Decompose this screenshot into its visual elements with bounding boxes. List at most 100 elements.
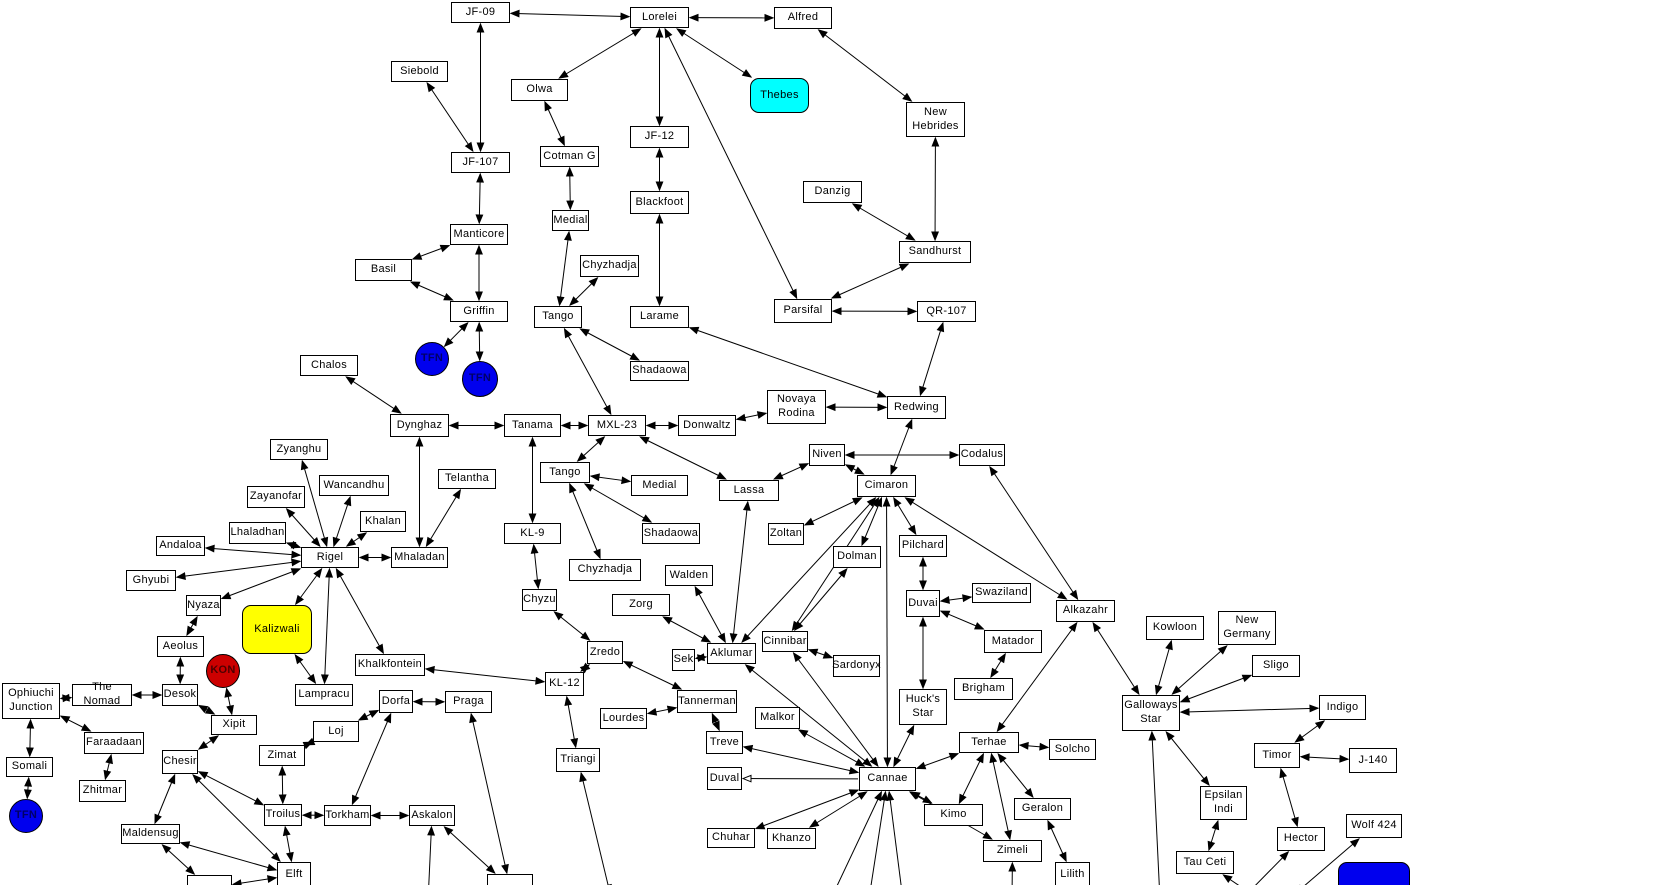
node-lilith[interactable]: Lilith	[1055, 862, 1090, 885]
node-novayarodina[interactable]: Novaya Rodina	[767, 390, 826, 424]
node-huckstar[interactable]: Huck's Star	[899, 689, 947, 725]
node-wancandhu[interactable]: Wancandhu	[319, 475, 389, 496]
node-xipit[interactable]: Xipit	[211, 715, 257, 735]
node-basil[interactable]: Basil	[355, 259, 412, 281]
node-zhitmar[interactable]: Zhitmar	[79, 780, 126, 802]
node-kowloon[interactable]: Kowloon	[1146, 616, 1204, 640]
node-duval[interactable]: Duval	[707, 767, 742, 790]
node-j140[interactable]: J-140	[1349, 748, 1397, 773]
node-walden[interactable]: Walden	[665, 565, 713, 586]
node-qr107[interactable]: QR-107	[917, 301, 976, 322]
node-nyaza[interactable]: Nyaza	[186, 595, 221, 616]
node-kl9[interactable]: KL-9	[504, 523, 561, 544]
node-larame[interactable]: Larame	[630, 306, 689, 328]
node-ophiuchi[interactable]: Ophiuchi Junction	[2, 683, 60, 719]
node-chyzu[interactable]: Chyzu	[522, 589, 557, 611]
node-partial2[interactable]	[487, 874, 533, 885]
node-khanzo[interactable]: Khanzo	[767, 828, 816, 849]
node-chalos[interactable]: Chalos	[300, 355, 358, 376]
node-chyzhadja1[interactable]: Chyzhadja	[580, 255, 639, 277]
node-zimeli[interactable]: Zimeli	[983, 840, 1042, 862]
node-cinnibar[interactable]: Cinnibar	[762, 631, 808, 652]
node-tauceti[interactable]: Tau Ceti	[1176, 851, 1234, 874]
node-wolf424[interactable]: Wolf 424	[1346, 814, 1402, 838]
node-lhaladhan[interactable]: Lhaladhan	[229, 522, 286, 544]
node-zoltan[interactable]: Zoltan	[768, 523, 804, 545]
node-khalkfontein[interactable]: Khalkfontein	[355, 654, 425, 676]
node-loj[interactable]: Loj	[313, 721, 359, 742]
node-alfred[interactable]: Alfred	[774, 7, 832, 29]
node-hector[interactable]: Hector	[1277, 827, 1325, 851]
node-shadaowa1[interactable]: Shadaowa	[630, 361, 689, 381]
node-danzig[interactable]: Danzig	[803, 181, 862, 203]
node-treve[interactable]: Treve	[706, 731, 743, 754]
node-donwaltz[interactable]: Donwaltz	[678, 415, 736, 436]
node-geralon[interactable]: Geralon	[1014, 798, 1071, 820]
node-desok[interactable]: Desok	[162, 684, 198, 706]
node-somali[interactable]: Somali	[6, 757, 53, 777]
node-cimaron[interactable]: Cimaron	[857, 475, 916, 497]
node-aeolus[interactable]: Aeolus	[157, 636, 204, 657]
node-alkazahr[interactable]: Alkazahr	[1056, 600, 1115, 622]
node-griffin[interactable]: Griffin	[450, 301, 508, 322]
node-maldensug[interactable]: Maldensug	[121, 824, 180, 844]
node-swaziland[interactable]: Swaziland	[972, 583, 1031, 603]
node-kalizwali[interactable]: Kalizwali	[242, 605, 312, 654]
node-tfn3[interactable]: TFN	[9, 799, 43, 833]
node-lorelei[interactable]: Lorelei	[630, 7, 689, 28]
node-shadaowa2[interactable]: Shadaowa	[642, 523, 700, 544]
node-partial1[interactable]	[187, 875, 232, 885]
node-sandhurst[interactable]: Sandhurst	[899, 241, 971, 263]
node-dynghaz[interactable]: Dynghaz	[390, 414, 449, 437]
node-elft[interactable]: Elft	[277, 862, 311, 885]
node-jf09[interactable]: JF-09	[451, 2, 510, 23]
node-ghyubi[interactable]: Ghyubi	[126, 570, 176, 591]
node-jf12[interactable]: JF-12	[630, 126, 689, 148]
node-sligo[interactable]: Sligo	[1252, 655, 1300, 677]
node-cotmang[interactable]: Cotman G	[540, 146, 599, 167]
node-lourdes[interactable]: Lourdes	[600, 708, 647, 729]
node-thebes[interactable]: Thebes	[750, 78, 809, 113]
node-tango2[interactable]: Tango	[540, 462, 590, 483]
node-kl12[interactable]: KL-12	[545, 672, 584, 696]
node-triangi[interactable]: Triangi	[556, 748, 600, 772]
node-telantha[interactable]: Telantha	[438, 469, 496, 489]
node-askalon[interactable]: Askalon	[409, 805, 455, 826]
node-solcho[interactable]: Solcho	[1049, 739, 1096, 760]
node-dolman[interactable]: Dolman	[833, 546, 881, 568]
node-rigel[interactable]: Rigel	[301, 547, 359, 568]
node-galloways[interactable]: Galloways Star	[1122, 695, 1180, 731]
node-zayanofar[interactable]: Zayanofar	[247, 486, 305, 508]
node-dorfa[interactable]: Dorfa	[379, 690, 413, 713]
node-cannae[interactable]: Cannae	[859, 767, 916, 791]
node-thenomad[interactable]: The Nomad	[72, 681, 132, 707]
node-newhebrides[interactable]: New Hebrides	[906, 102, 965, 137]
node-kimo[interactable]: Kimo	[924, 804, 983, 826]
node-chyzhadja2[interactable]: Chyzhadja	[569, 559, 641, 581]
node-indigo[interactable]: Indigo	[1319, 695, 1366, 720]
node-brigham[interactable]: Brigham	[954, 678, 1013, 700]
node-zimat[interactable]: Zimat	[259, 745, 305, 766]
node-troilus[interactable]: Troilus	[264, 804, 302, 826]
node-lassa[interactable]: Lassa	[719, 480, 779, 501]
node-faraadaan[interactable]: Faraadaan	[84, 732, 144, 754]
node-mxl23[interactable]: MXL-23	[588, 415, 646, 436]
node-manticore[interactable]: Manticore	[450, 224, 508, 245]
node-solbox[interactable]	[1338, 862, 1410, 885]
node-zyanghu[interactable]: Zyanghu	[270, 439, 328, 460]
node-chuhar[interactable]: Chuhar	[707, 828, 755, 848]
node-tango1[interactable]: Tango	[534, 306, 582, 328]
node-matador[interactable]: Matador	[984, 630, 1042, 653]
node-duvai[interactable]: Duvai	[906, 590, 940, 617]
node-chesir[interactable]: Chesir	[162, 750, 198, 774]
node-siebold[interactable]: Siebold	[391, 61, 448, 82]
node-tannerman[interactable]: Tannerman	[677, 690, 737, 713]
node-medial2[interactable]: Medial	[631, 475, 688, 496]
node-blackfoot[interactable]: Blackfoot	[630, 191, 689, 214]
node-tfn2[interactable]: TFN	[462, 361, 498, 397]
node-niven[interactable]: Niven	[809, 444, 845, 466]
node-newgermany[interactable]: New Germany	[1218, 611, 1276, 645]
node-pilchard[interactable]: Pilchard	[899, 535, 947, 557]
node-praga[interactable]: Praga	[445, 691, 492, 713]
node-sek[interactable]: Sek	[672, 649, 695, 671]
